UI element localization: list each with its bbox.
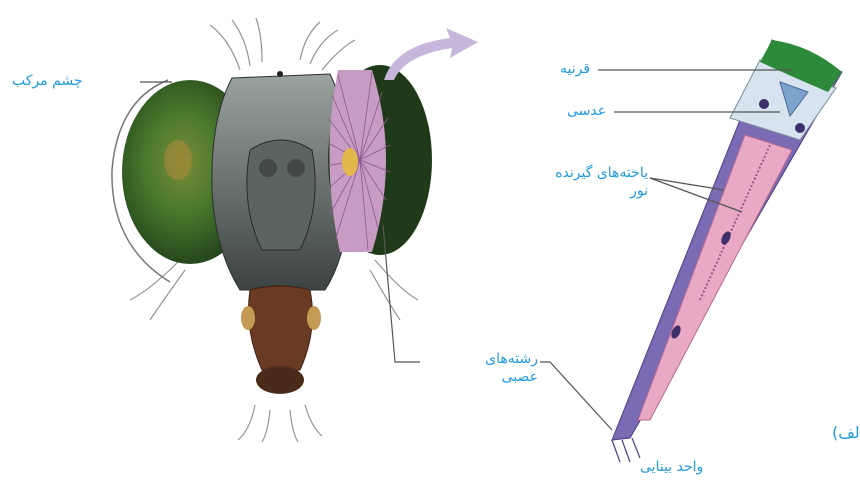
nerve-fibers-label-line1: رشته‌های bbox=[425, 350, 538, 368]
compound-eye-label: چشم مرکب bbox=[12, 72, 83, 90]
nerve-fibers-label-line2: عصبی bbox=[425, 368, 538, 386]
zoom-arrow bbox=[384, 28, 478, 80]
cornea-label: قرنیه bbox=[560, 60, 590, 78]
visual-unit-label: واحد بینایی bbox=[640, 458, 703, 476]
lens-label: عدسی bbox=[567, 102, 606, 120]
photoreceptor-label-line1: یاخته‌های گیرنده bbox=[522, 164, 648, 182]
ommatidium bbox=[612, 40, 842, 462]
panel-label: الف) bbox=[832, 424, 860, 442]
fly-mouthparts bbox=[249, 286, 313, 370]
photoreceptor-label-line2: نور bbox=[522, 182, 648, 200]
